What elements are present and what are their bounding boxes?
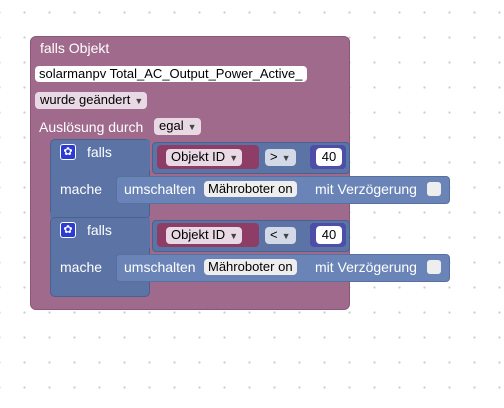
dropdown-arrow-icon: ▼	[134, 96, 144, 106]
dropdown-arrow-icon: ▼	[229, 231, 239, 241]
gear-icon[interactable]: ✿	[60, 144, 76, 160]
object-id-field[interactable]: solarmanpv Total_AC_Output_Power_Active_	[35, 66, 307, 82]
operator-label-2: <	[270, 227, 278, 242]
if-block-1-cond-socket	[144, 140, 150, 170]
dropdown-arrow-icon: ▼	[187, 122, 197, 132]
action-label-2: umschalten	[124, 259, 196, 275]
trigger-source-label: egal	[159, 118, 184, 133]
trigger-source-dropdown[interactable]: egal▼	[154, 118, 201, 135]
event-title: falls Objekt	[40, 40, 110, 56]
operator-label-1: >	[270, 149, 278, 164]
object-id-dropdown-1[interactable]: Objekt ID▼	[166, 149, 243, 166]
trigger-label: Auslösung durch	[39, 119, 144, 135]
delay-label-1: mit Verzögerung	[315, 181, 417, 197]
object-id-label-1: Objekt ID	[171, 149, 226, 164]
trigger-dropdown-label: wurde geändert	[40, 92, 131, 107]
delay-checkbox-2[interactable]	[427, 260, 441, 274]
do-label-2: mache	[60, 259, 103, 275]
trigger-dropdown[interactable]: wurde geändert▼	[35, 92, 148, 109]
number-input-1[interactable]: 40	[316, 148, 342, 166]
dropdown-arrow-icon: ▼	[281, 153, 291, 163]
gear-icon[interactable]: ✿	[60, 222, 76, 238]
if-label-2: falls	[87, 222, 112, 238]
delay-label-2: mit Verzögerung	[315, 259, 417, 275]
operator-dropdown-2[interactable]: <▼	[265, 227, 296, 244]
object-id-dropdown-2[interactable]: Objekt ID▼	[166, 227, 243, 244]
operator-dropdown-1[interactable]: >▼	[265, 149, 296, 166]
number-input-2[interactable]: 40	[316, 226, 342, 244]
if-block-2-cond-socket	[144, 218, 150, 248]
dropdown-arrow-icon: ▼	[229, 153, 239, 163]
dropdown-arrow-icon: ▼	[281, 231, 291, 241]
target-field-1[interactable]: Mähroboter on	[204, 181, 297, 197]
do-label-1: mache	[60, 181, 103, 197]
target-field-2[interactable]: Mähroboter on	[204, 259, 297, 275]
if-block-1-bottom	[50, 212, 146, 218]
object-id-label-2: Objekt ID	[171, 227, 226, 242]
action-label-1: umschalten	[124, 181, 196, 197]
delay-checkbox-1[interactable]	[427, 182, 441, 196]
if-label-1: falls	[87, 144, 112, 160]
